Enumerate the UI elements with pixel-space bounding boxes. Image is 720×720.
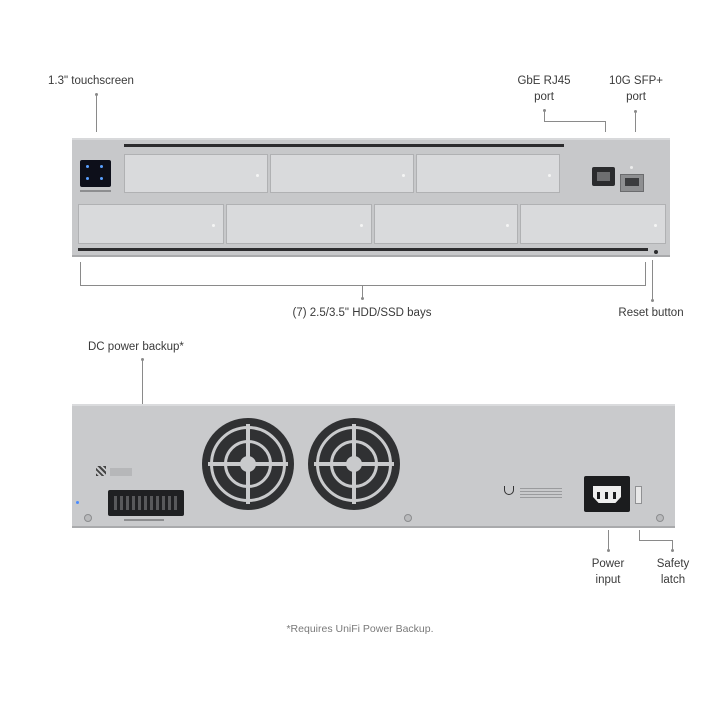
gbe-leader-vertical-bottom <box>605 121 606 132</box>
reset-label: Reset button <box>618 307 684 319</box>
gbe-rj45-port[interactable] <box>592 167 615 186</box>
latch-leader-drop <box>672 540 673 550</box>
gbe-leader-horizontal <box>544 121 606 122</box>
bays-bracket-right <box>645 262 646 285</box>
touchscreen-leader-dot <box>95 93 98 96</box>
connector-pins-icon <box>114 496 178 510</box>
touchscreen-leader <box>96 95 97 132</box>
power-label-line2: input <box>595 574 621 586</box>
sfp-socket-icon <box>625 178 639 186</box>
fan-1 <box>202 418 294 510</box>
bay-indicator-icon <box>212 224 215 227</box>
gbe-port-label: GbE RJ45 port <box>506 73 582 105</box>
drive-bay-3[interactable] <box>416 154 560 193</box>
latch-label-line1: Safety <box>656 558 690 570</box>
rear-panel <box>72 404 675 528</box>
latch-leader-vertical <box>639 530 640 540</box>
front-panel <box>72 138 670 257</box>
compliance-marks <box>520 486 562 498</box>
drive-bay-2[interactable] <box>270 154 414 193</box>
sfp-leader-dot <box>634 110 637 113</box>
dc-leader-dot <box>141 358 144 361</box>
screen-dot-icon <box>86 177 89 180</box>
reset-leader <box>652 260 653 300</box>
bay-indicator-icon <box>506 224 509 227</box>
screw-icon <box>404 514 412 522</box>
sfp-port-label: 10G SFP+ port <box>598 73 674 105</box>
touchscreen-label: 1.3" touchscreen <box>48 75 134 87</box>
bay-indicator-icon <box>256 173 259 177</box>
bays-bracket-bottom <box>80 285 646 286</box>
touchscreen[interactable] <box>80 160 111 187</box>
screen-caption <box>80 190 111 192</box>
screen-dot-icon <box>100 177 103 180</box>
top-slot-line <box>124 144 564 147</box>
fan-hub-icon <box>240 456 256 472</box>
screw-icon <box>656 514 664 522</box>
drive-bay-5[interactable] <box>226 204 372 244</box>
fan-2 <box>308 418 400 510</box>
power-input-label: Power input <box>578 556 638 588</box>
bay-indicator-icon <box>360 224 363 227</box>
power-input-socket[interactable] <box>584 476 630 512</box>
reset-button[interactable] <box>654 250 658 254</box>
bays-bracket-left <box>80 262 81 285</box>
drive-bay-1[interactable] <box>124 154 268 193</box>
rj45-socket-icon <box>597 172 610 181</box>
rear-led-icon <box>76 501 79 504</box>
power-leader-dot <box>607 549 610 552</box>
status-led-icon <box>630 166 633 169</box>
serial-sticker <box>110 468 132 476</box>
sfp-port-label-line1: 10G SFP+ <box>608 75 663 87</box>
unifi-logo-icon <box>504 486 514 495</box>
gbe-leader-vertical-top <box>544 110 545 122</box>
sfp-plus-port[interactable] <box>620 174 644 192</box>
bays-leader-dot <box>361 297 364 300</box>
bay-indicator-icon <box>402 173 405 177</box>
screen-dot-icon <box>86 165 89 168</box>
safety-latch-label: Safety latch <box>643 556 703 588</box>
drive-bay-7[interactable] <box>520 204 666 244</box>
bottom-slot-line <box>78 248 648 251</box>
bays-label: (7) 2.5/3.5" HDD/SSD bays <box>292 307 432 319</box>
latch-leader-horizontal <box>639 540 673 541</box>
screen-dot-icon <box>100 165 103 168</box>
dc-connector-caption <box>124 519 164 521</box>
power-label-line1: Power <box>591 558 625 570</box>
sfp-leader <box>635 112 636 132</box>
sfp-port-label-line2: port <box>626 91 646 103</box>
safety-latch[interactable] <box>635 486 642 504</box>
screw-icon <box>84 514 92 522</box>
reset-leader-dot <box>651 299 654 302</box>
latch-label-line2: latch <box>660 574 686 586</box>
latch-leader-dot <box>671 549 674 552</box>
power-leader <box>608 530 609 550</box>
iec-socket-icon <box>593 486 621 503</box>
drive-bay-6[interactable] <box>374 204 518 244</box>
qr-code-icon <box>96 466 106 476</box>
drive-bay-4[interactable] <box>78 204 224 244</box>
dc-backup-label: DC power backup* <box>88 341 184 353</box>
bay-indicator-icon <box>654 224 657 227</box>
gbe-port-label-line1: GbE RJ45 <box>517 75 571 87</box>
dc-backup-connector[interactable] <box>108 490 184 516</box>
footnote: *Requires UniFi Power Backup. <box>286 623 434 635</box>
bays-bracket-center <box>362 285 363 298</box>
bay-indicator-icon <box>548 173 551 177</box>
gbe-port-label-line2: port <box>534 91 554 103</box>
fan-hub-icon <box>346 456 362 472</box>
